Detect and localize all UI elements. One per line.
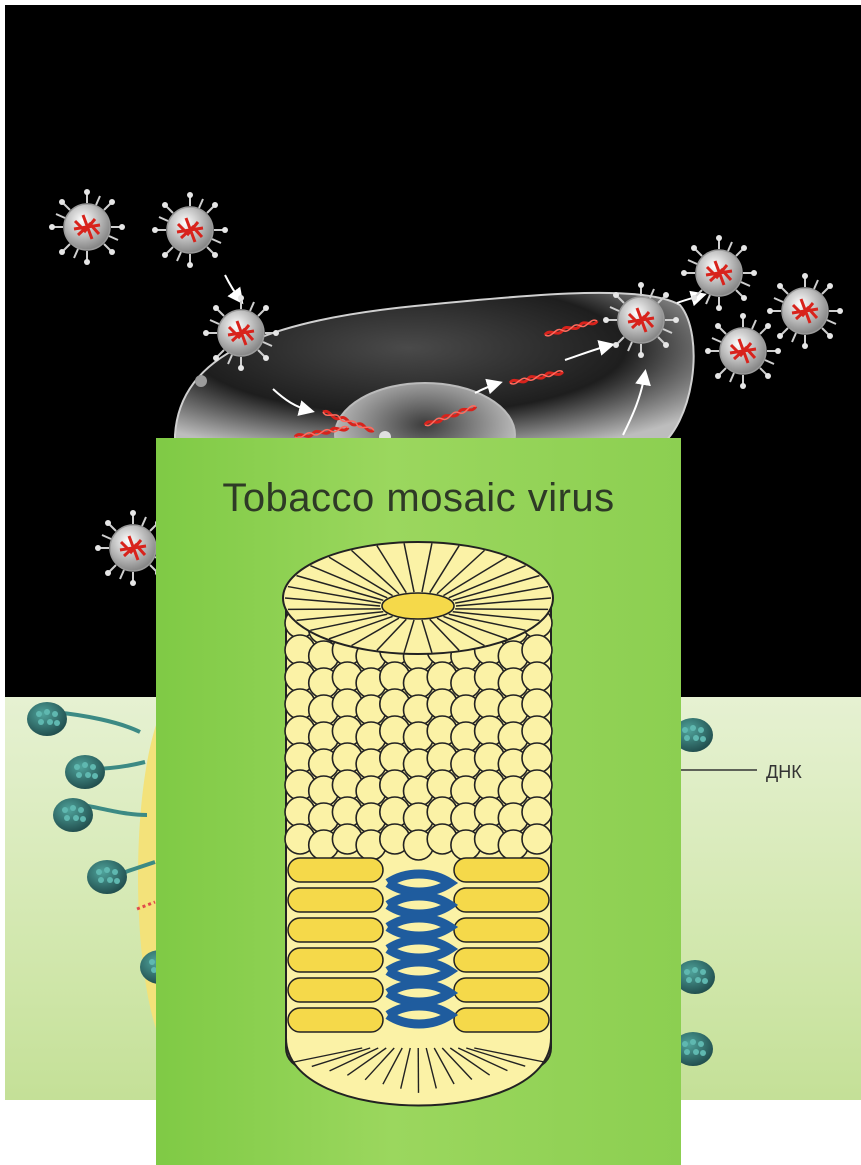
capsomer — [522, 716, 552, 746]
subunit-bar-right — [454, 948, 549, 972]
subunit-bar-left — [288, 978, 383, 1002]
capsomer — [522, 635, 552, 665]
tmv-title: Tobacco mosaic virus — [156, 476, 681, 521]
subunit-bar-right — [454, 858, 549, 882]
subunit-bar-right — [454, 978, 549, 1002]
subunit-bar-right — [454, 1008, 549, 1032]
subunit-bar-right — [454, 918, 549, 942]
subunit-bar-right — [454, 888, 549, 912]
subunit-edge — [288, 609, 381, 610]
capsomer — [522, 824, 552, 854]
tmv-central-channel — [382, 593, 454, 619]
tmv-structure-diagram — [156, 438, 681, 1165]
subunit-edge — [455, 609, 548, 610]
capsomer — [522, 689, 552, 719]
subunit-bar-left — [288, 858, 383, 882]
subunit-bar-left — [288, 948, 383, 972]
capsomer — [522, 662, 552, 692]
subunit-bar-left — [288, 888, 383, 912]
capsomer — [522, 797, 552, 827]
subunit-bar-left — [288, 1008, 383, 1032]
dna-label: ДНК — [766, 762, 802, 783]
tmv-panel: Tobacco mosaic virus — [156, 438, 681, 1165]
capsomer — [522, 770, 552, 800]
capsomer — [522, 743, 552, 773]
subunit-bar-left — [288, 918, 383, 942]
